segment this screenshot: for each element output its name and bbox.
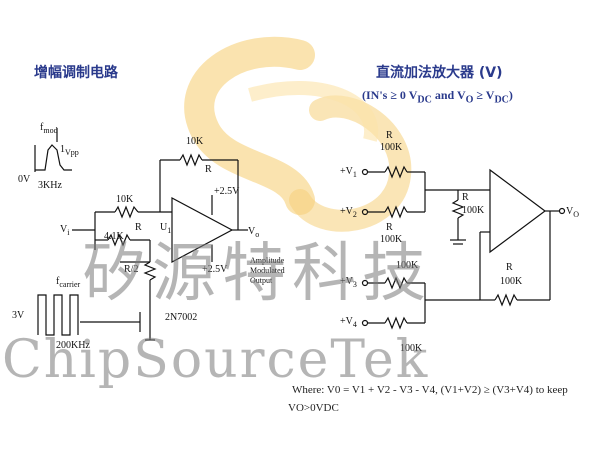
u1-text: U <box>160 222 168 233</box>
v2-label: +V2 <box>340 206 357 219</box>
plus25-bottom-label: +2.5V <box>202 264 228 275</box>
mod-waveform <box>34 128 72 172</box>
vi-sub: i <box>67 228 70 237</box>
u1-sub: 1 <box>167 226 172 235</box>
r-label-fb: R <box>506 262 513 273</box>
transistor-label: 2N7002 <box>165 312 198 323</box>
vo-right-sub: O <box>573 210 580 219</box>
r-label-v1: R <box>386 130 393 141</box>
r100k-v1: 100K <box>380 142 403 153</box>
summing-amp <box>361 165 566 330</box>
v1-label: +V1 <box>340 166 357 179</box>
sub-part3: ≥ V <box>473 88 495 102</box>
freq-3k-label: 3KHz <box>38 180 62 191</box>
vo-left-label: Vo <box>248 226 259 239</box>
r-main-label: R <box>135 222 142 233</box>
fmod-text: f <box>40 122 44 133</box>
r2-label: R/2 <box>124 264 139 275</box>
formula-line1: Where: V0 = V1 + V2 - V3 - V4, (V1+V2) ≥… <box>292 384 568 396</box>
r10k-in-label: 10K <box>116 194 134 205</box>
amp-mod-out-1: Amplitude <box>250 256 285 265</box>
r-label-v2: R <box>386 222 393 233</box>
v3-sub: 3 <box>352 280 357 289</box>
v3-label: +V3 <box>340 276 357 289</box>
sub-part2: and V <box>431 88 466 102</box>
r100k-fb: 100K <box>500 276 523 287</box>
r100k-pot: 100K <box>462 205 485 216</box>
vo-right-label: VO <box>566 206 579 219</box>
fcarrier-sub: carrier <box>59 280 81 289</box>
opamp-left <box>171 197 234 263</box>
freq-200k-label: 200KHz <box>56 340 90 351</box>
amp-mod-out-3: Output <box>250 276 273 285</box>
fcarrier-text: f <box>56 276 60 287</box>
vi-text: V <box>60 224 68 235</box>
vo-left-text: V <box>248 226 256 237</box>
sub-end: ) <box>508 88 513 102</box>
v2-sub: 2 <box>352 210 357 219</box>
r-fb-label: R <box>205 164 212 175</box>
vo-right-text: V <box>566 206 574 217</box>
r100k-v3: 100K <box>396 260 419 271</box>
vpp-text: 1 <box>60 144 65 155</box>
opamp-right <box>489 168 547 254</box>
right-subtitle: (IN's ≥ 0 VDC and VO ≥ VDC) <box>362 88 513 105</box>
right-title: 直流加法放大器 (V) <box>376 65 503 81</box>
r4-1k-label: 4.1K <box>104 231 124 242</box>
watermark-en: ChipSourceTek <box>2 330 430 390</box>
fmod-label: fmod <box>40 122 58 135</box>
v1-text: +V <box>340 166 353 177</box>
v2-text: +V <box>340 206 353 217</box>
u1-label: U1 <box>160 222 171 235</box>
r10k-top-label: 10K <box>186 136 204 147</box>
r100k-v2: 100K <box>380 234 403 245</box>
sub-dc2: DC <box>494 94 509 106</box>
sub-part1: (IN's ≥ 0 V <box>362 88 418 102</box>
vpp-sub: Vpp <box>65 148 79 157</box>
r100k-v4: 100K <box>400 343 423 354</box>
vpp-label: 1Vpp <box>60 144 79 157</box>
amp-mod-out-2: Modulated <box>250 266 285 275</box>
v4-text: +V <box>340 316 353 327</box>
transistor-2n7002 <box>130 300 155 341</box>
carrier-waveform <box>37 294 79 336</box>
vo-left-sub: o <box>255 230 260 239</box>
v3-text: +V <box>340 276 353 287</box>
left-title: 增幅调制电路 <box>34 65 118 81</box>
watermark-cn: 矽源特科技 <box>82 237 432 311</box>
vi-label: Vi <box>60 224 69 237</box>
formula-line2: VO>0VDC <box>288 402 339 414</box>
v1-sub: 1 <box>352 170 357 179</box>
three-v-label: 3V <box>12 310 25 321</box>
sub-dc1: DC <box>417 94 432 106</box>
v4-sub: 4 <box>352 320 357 329</box>
v4-label: +V4 <box>340 316 357 329</box>
plus25-top-label: +2.5V <box>214 186 240 197</box>
fcarrier-label: fcarrier <box>56 276 80 289</box>
sub-o: O <box>465 94 474 106</box>
fmod-sub: mod <box>43 126 58 135</box>
r-label-pot: R <box>462 192 469 203</box>
zero-v-label: 0V <box>18 174 31 185</box>
